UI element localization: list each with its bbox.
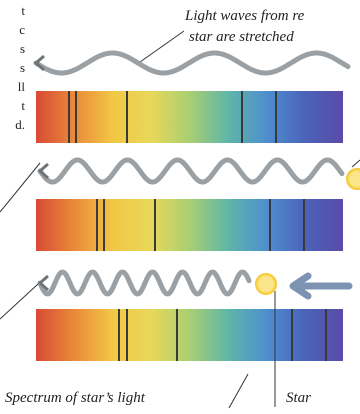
spectrum-band-normal: [36, 199, 343, 251]
spectrum-label: Spectrum of star’s light: [5, 390, 146, 406]
star-approaching-icon: [255, 273, 277, 295]
star-stationary-icon: [346, 168, 360, 190]
star-label: Star: [286, 390, 311, 406]
redshift-label-leader: [139, 30, 185, 63]
paragraph-fragment-6: t: [21, 98, 25, 113]
paragraph-fragment-2: c: [19, 22, 25, 37]
paragraph-fragment-3: s: [20, 41, 25, 56]
absorption-lines-redshifted: [68, 91, 277, 143]
stationary-star-leader: [351, 159, 360, 168]
clipped-paragraph: t c s s ll t d.: [15, 3, 25, 132]
paragraph-fragment-4: s: [20, 60, 25, 75]
absorption-lines-blueshifted: [118, 309, 327, 361]
normal-wave-arrowhead: [37, 162, 49, 180]
paragraph-fragment-5: ll: [18, 79, 26, 94]
absorption-lines-normal: [96, 199, 305, 251]
redshift-label-line-1: Light waves from re: [184, 8, 305, 24]
redshift-label-line-2: star are stretched: [189, 29, 294, 45]
normal-wave: [37, 157, 345, 185]
compressed-wave-arrowhead: [37, 274, 49, 292]
compressed-wave: [37, 269, 252, 297]
paragraph-fragment-7: d.: [15, 117, 25, 132]
motion-arrowhead: [289, 272, 312, 300]
spectrum-band-blueshifted: [36, 309, 343, 361]
spectrum-band-redshifted: [36, 91, 343, 143]
spectrum-label-leader: [228, 373, 249, 409]
stretched-wave: [33, 50, 351, 76]
stretched-wave-arrowhead: [33, 54, 45, 72]
compressed-wave-leader: [0, 283, 39, 320]
normal-wave-leader: [0, 162, 41, 213]
paragraph-fragment-1: t: [21, 3, 25, 18]
